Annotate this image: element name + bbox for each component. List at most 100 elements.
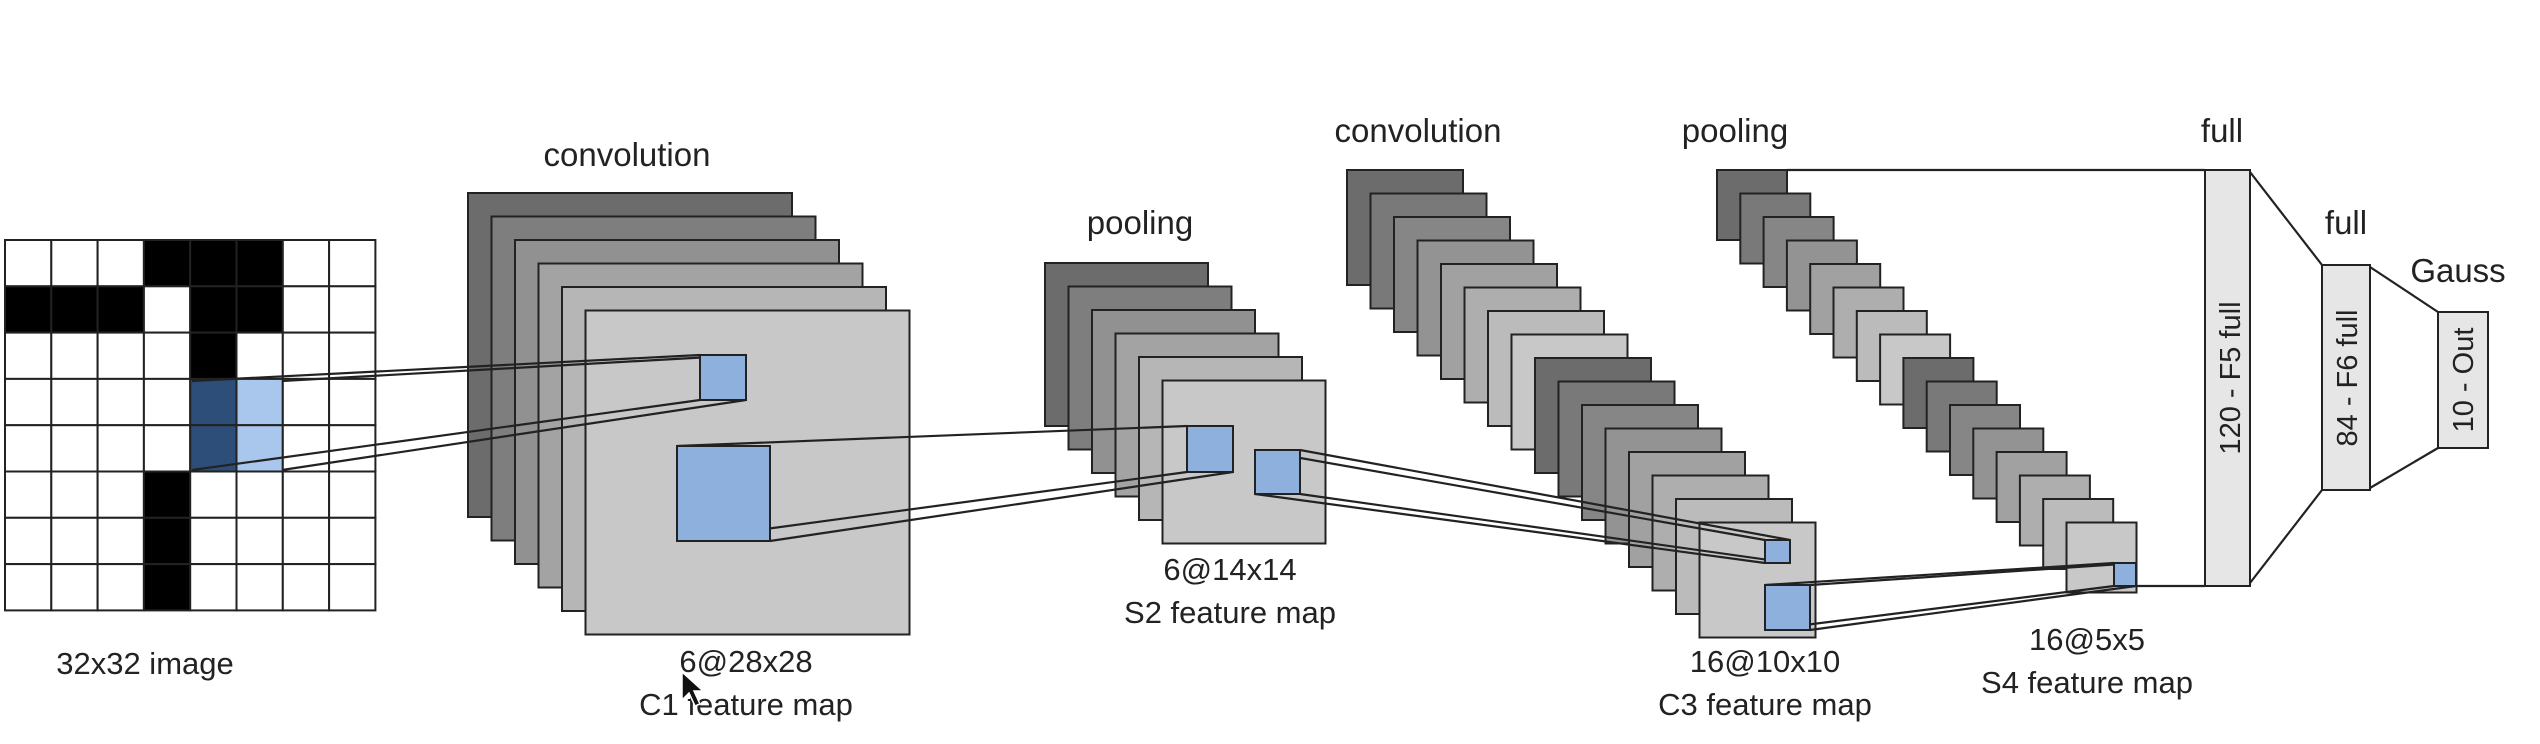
s4-name-label: S4 feature map <box>1981 665 2193 700</box>
input-grid-cell <box>189 285 238 334</box>
input-grid-cell <box>281 470 331 519</box>
input-grid-cell <box>235 331 284 380</box>
input-grid-cell <box>189 239 238 288</box>
c1-feature-map-stack <box>467 192 911 636</box>
input-grid-cell <box>4 470 53 519</box>
c1-receptive-square-large <box>676 445 771 542</box>
connection-line <box>1299 448 1791 542</box>
s4-feature-map-stack <box>1716 169 2138 594</box>
input-grid-cell <box>189 331 238 380</box>
f5-op-label: full <box>2201 112 2243 149</box>
connection-line <box>1809 561 2137 587</box>
c3-name-label: C3 feature map <box>1658 687 1872 722</box>
f6-layer-box <box>2321 264 2371 491</box>
connection-line <box>2369 447 2439 489</box>
input-grid-cell <box>189 516 238 566</box>
input-grid-cell <box>142 424 192 473</box>
connection-line <box>1764 584 2115 632</box>
input-grid-cell <box>281 516 331 566</box>
pool2-op-label: pooling <box>1682 112 1788 149</box>
mouse-cursor-icon <box>681 670 705 707</box>
input-grid-cell <box>142 470 192 519</box>
input-image-grid <box>4 239 377 612</box>
input-grid-cell <box>4 377 53 427</box>
input-grid-cell <box>96 285 145 334</box>
input-grid-cell <box>50 285 99 334</box>
input-grid-cell <box>328 516 377 566</box>
connection-line <box>191 398 701 472</box>
input-grid-cell <box>50 516 99 566</box>
input-grid-cell <box>96 424 145 473</box>
connection-line <box>1764 561 2115 587</box>
input-grid-cell <box>4 424 53 473</box>
out-op-label: Gauss <box>2410 252 2505 289</box>
pool1-op-label: pooling <box>1087 204 1193 241</box>
c1-name-label: C1 feature map <box>639 687 853 722</box>
connection-line <box>769 470 1234 543</box>
input-grid-cell <box>189 377 238 427</box>
input-grid-cell <box>4 331 53 380</box>
connection-line <box>281 398 747 472</box>
input-grid-cell <box>281 239 331 288</box>
input-grid-cell <box>189 470 238 519</box>
input-grid-cell <box>235 516 284 566</box>
input-grid-cell <box>96 239 145 288</box>
connection-line <box>281 353 747 383</box>
input-grid-cell <box>142 563 192 612</box>
input-grid-cell <box>4 239 53 288</box>
input-grid-cell <box>50 563 99 612</box>
input-grid-cell <box>235 377 284 427</box>
input-grid-cell <box>281 285 331 334</box>
input-grid-cell <box>50 424 99 473</box>
connection-line <box>1299 492 1791 565</box>
f6-op-label: full <box>2325 204 2367 241</box>
connection-line <box>1254 448 1766 542</box>
input-grid-cell <box>96 516 145 566</box>
input-grid-cell <box>235 239 284 288</box>
connection-line <box>2369 266 2439 313</box>
input-grid-cell <box>50 331 99 380</box>
s2-receptive-square-right <box>1254 449 1301 495</box>
input-grid-cell <box>96 377 145 427</box>
connection-line <box>191 353 701 383</box>
input-grid-cell <box>235 424 284 473</box>
f6-layer-label: 84 - F6 full <box>2332 310 2364 447</box>
input-grid-cell <box>235 563 284 612</box>
input-grid-cell <box>142 239 192 288</box>
s2-receptive-square-left <box>1186 425 1234 473</box>
input-grid-cell <box>235 470 284 519</box>
input-grid-cell <box>281 331 331 380</box>
input-grid-cell <box>235 285 284 334</box>
input-grid-cell <box>50 239 99 288</box>
output-layer-box <box>2437 311 2489 449</box>
input-grid-cell <box>96 470 145 519</box>
s2-name-label: S2 feature map <box>1124 595 1336 630</box>
input-grid-cell <box>4 285 53 334</box>
input-grid-cell <box>50 377 99 427</box>
input-grid-cell <box>328 239 377 288</box>
connection-line <box>2249 489 2323 584</box>
c3-size-label: 16@10x10 <box>1690 644 1840 679</box>
c1-size-label: 6@28x28 <box>679 644 812 679</box>
s4-receptive-square <box>2113 562 2137 587</box>
input-grid-cell <box>328 563 377 612</box>
input-grid-cell <box>142 377 192 427</box>
input-grid-cell <box>189 563 238 612</box>
input-grid-cell <box>4 563 53 612</box>
input-grid-cell <box>328 285 377 334</box>
output-layer-label: 10 - Out <box>2448 328 2480 433</box>
connection-line <box>676 424 1188 448</box>
s2-feature-map-stack <box>1044 262 1327 545</box>
s2-size-label: 6@14x14 <box>1163 552 1296 587</box>
input-grid-cell <box>281 377 331 427</box>
input-grid-cell <box>96 563 145 612</box>
conv2-op-label: convolution <box>1335 112 1502 149</box>
input-grid-cell <box>281 563 331 612</box>
input-grid-cell <box>328 377 377 427</box>
connection-line <box>2249 171 2323 266</box>
input-label: 32x32 image <box>56 646 234 681</box>
input-grid-cell <box>50 470 99 519</box>
c3-receptive-square-large <box>1764 584 1811 631</box>
input-grid-cell <box>328 470 377 519</box>
